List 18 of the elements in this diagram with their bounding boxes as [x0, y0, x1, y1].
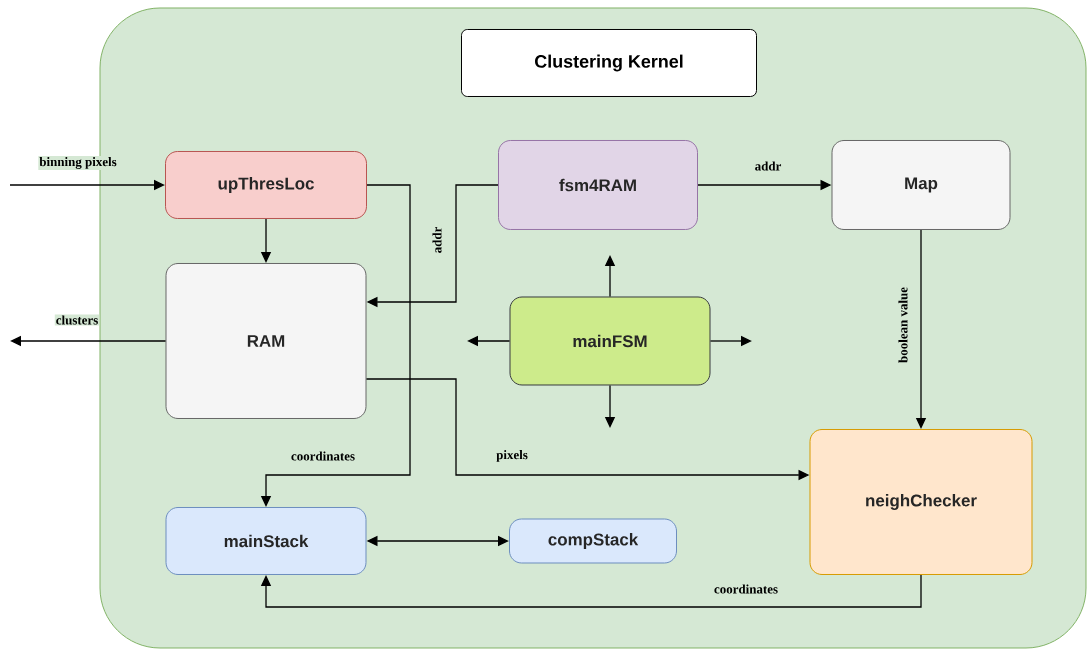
stack-box: mainStack [165, 507, 367, 575]
stack-box: compStack [509, 518, 677, 564]
memory-box: Map [831, 140, 1011, 230]
state-machine-box: mainFSM [509, 296, 711, 386]
edge-label: addr [753, 160, 783, 172]
edge-label: coordinates [290, 450, 356, 462]
checker-box: neighChecker [809, 429, 1033, 575]
edge-label: binning pixels [38, 156, 118, 170]
edge-label: boolean value [897, 286, 909, 364]
process-box: fsm4RAM [498, 140, 698, 230]
edge-label: addr [431, 225, 443, 255]
memory-box: RAM [165, 263, 367, 419]
process-box: upThresLoc [165, 151, 367, 219]
edge-label: clusters [54, 314, 100, 326]
title-box: Clustering Kernel [461, 29, 757, 97]
edge-label: pixels [495, 449, 529, 463]
arrow [260, 574, 922, 608]
edge-label: coordinates [713, 583, 779, 595]
